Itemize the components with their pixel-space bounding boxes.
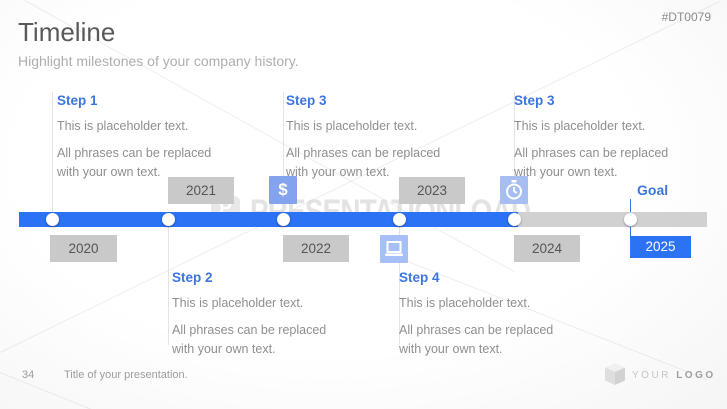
step-block-3: Step 3 This is placeholder text. All phr… <box>286 93 471 189</box>
step-body-line1: This is placeholder text. <box>399 296 531 310</box>
cube-glyph <box>605 363 625 385</box>
step-body-line2: All phrases can be replaced with your ow… <box>57 145 212 179</box>
year-box-2025: 2025 <box>630 236 691 258</box>
goal-label: Goal <box>637 182 669 198</box>
timeline-marker <box>392 213 406 226</box>
year-box-2023: 2023 <box>399 177 465 204</box>
step-body-line2: All phrases can be replaced with your ow… <box>286 145 441 179</box>
step-title: Step 2 <box>172 270 213 285</box>
step-body-line1: This is placeholder text. <box>286 119 418 133</box>
connector-line <box>283 92 284 212</box>
page-number: 34 <box>22 369 35 381</box>
page-subtitle: Highlight milestones of your company his… <box>18 53 299 69</box>
step-block-5: Step 3 This is placeholder text. All phr… <box>514 93 699 189</box>
step-body-line2: All phrases can be replaced with your ow… <box>514 145 669 179</box>
step-body-line2: All phrases can be replaced with your ow… <box>172 322 327 356</box>
footer-presentation-title: Title of your presentation. <box>64 369 188 381</box>
year-box-2020: 2020 <box>50 235 117 262</box>
step-title: Step 4 <box>399 270 440 285</box>
year-box-2022: 2022 <box>283 235 349 262</box>
logo-word-your: YOUR <box>632 370 671 381</box>
timeline-progress-bar <box>19 212 518 227</box>
step-title: Step 3 <box>514 93 555 108</box>
timeline-marker <box>276 213 290 226</box>
step-title: Step 3 <box>286 93 327 108</box>
laptop-glyph <box>385 241 403 256</box>
timeline-marker <box>45 213 59 226</box>
year-box-2021: 2021 <box>168 177 234 204</box>
stopwatch-icon <box>500 176 528 204</box>
laptop-icon <box>380 235 408 263</box>
step-title: Step 1 <box>57 93 98 108</box>
connector-line <box>168 227 169 345</box>
logo-word-logo: LOGO <box>676 370 716 381</box>
step-body-line1: This is placeholder text. <box>172 296 304 310</box>
timeline-marker <box>161 213 175 226</box>
connector-line <box>52 92 53 212</box>
step-block-2: Step 2 This is placeholder text. All phr… <box>172 270 357 366</box>
step-body-line2: All phrases can be replaced with your ow… <box>399 322 554 356</box>
connector-line <box>399 227 400 345</box>
step-body-line1: This is placeholder text. <box>514 119 646 133</box>
year-box-2024: 2024 <box>514 235 580 262</box>
step-body-line1: This is placeholder text. <box>57 119 189 133</box>
timeline-marker <box>623 213 637 226</box>
page-title: Timeline <box>18 17 116 47</box>
step-block-1: Step 1 This is placeholder text. All phr… <box>57 93 242 189</box>
dollar-icon: $ <box>269 176 297 204</box>
cube-logo-icon <box>604 362 626 391</box>
timeline-marker <box>507 213 521 226</box>
your-logo-text: YOUR LOGO <box>632 370 716 381</box>
slide-code: #DT0079 <box>661 10 711 24</box>
step-block-4: Step 4 This is placeholder text. All phr… <box>399 270 584 366</box>
stopwatch-glyph <box>506 180 522 200</box>
connector-line <box>514 92 515 212</box>
